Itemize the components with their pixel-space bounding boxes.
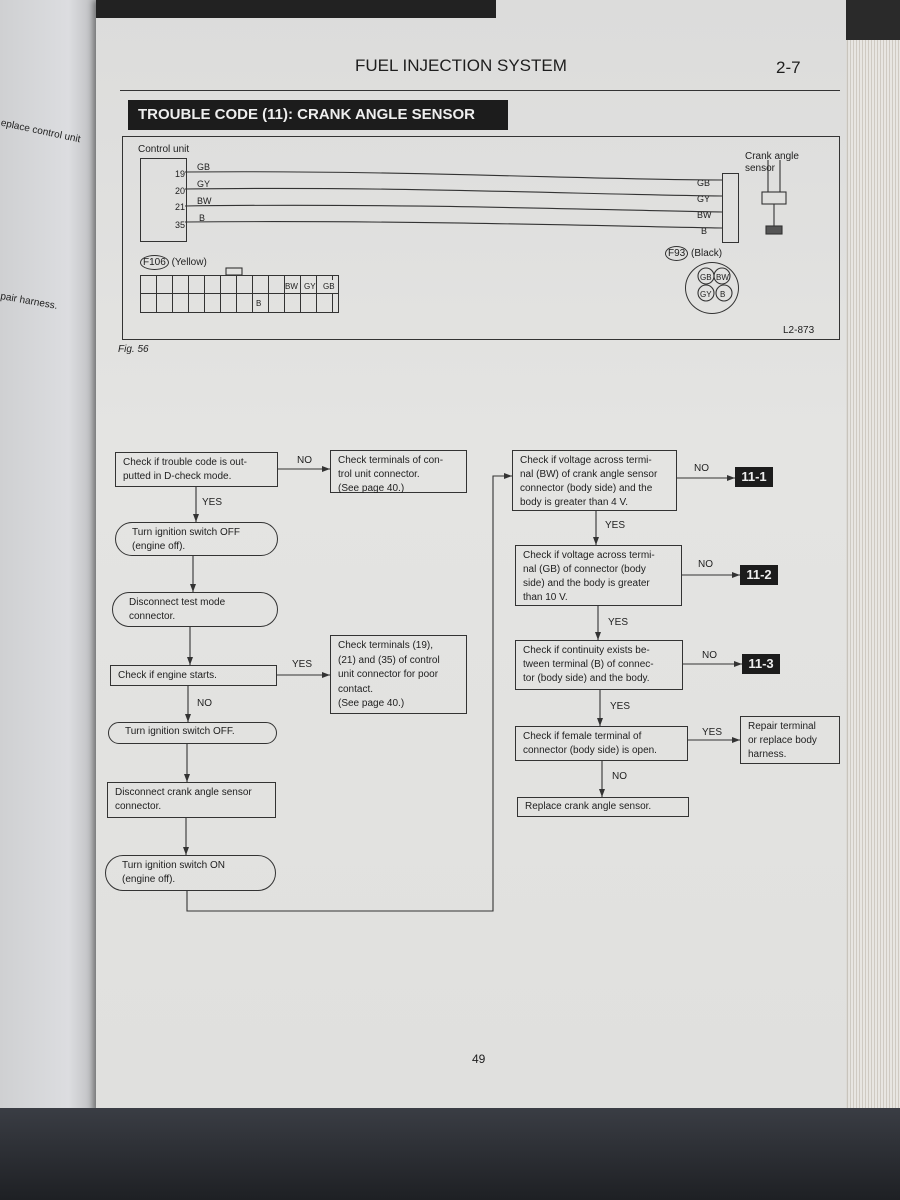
connector-id-f93: F93 — [665, 246, 689, 261]
wire-label: GB — [197, 162, 211, 172]
step-replace-sensor: Replace crank angle sensor. — [517, 797, 689, 817]
wire-label: B — [701, 226, 708, 236]
no-label: NO — [702, 650, 717, 661]
page-number: 49 — [472, 1052, 486, 1066]
pin-label: GB — [323, 280, 335, 293]
yes-label: YES — [292, 659, 313, 670]
connector-f93 — [685, 262, 739, 314]
pin-label: GY — [304, 280, 316, 293]
yes-label: YES — [202, 497, 223, 508]
left-page: eplace control unit pair harness. — [0, 0, 98, 1110]
background — [0, 1108, 900, 1200]
yes-label: YES — [702, 727, 723, 738]
step-check-gb-voltage: Check if voltage across termi- nal (GB) … — [515, 545, 682, 606]
section-header: FUEL INJECTION SYSTEM — [355, 56, 567, 75]
pin-label: 20 — [175, 186, 186, 196]
diagram-code: L2-873 — [783, 325, 815, 336]
badge-11-1: 11-1 — [735, 467, 773, 487]
step-check-control-unit-terminals: Check terminals of con- trol unit connec… — [330, 450, 467, 494]
no-label: NO — [612, 771, 627, 782]
background — [96, 0, 496, 18]
yes-label: YES — [610, 701, 631, 712]
step-disconnect-crank-sensor: Disconnect crank angle sensor connector. — [107, 782, 276, 818]
wire-label: BW — [197, 196, 212, 206]
wire-label: BW — [697, 210, 712, 220]
wiring-diagram — [122, 136, 840, 340]
page-stack — [842, 40, 900, 1130]
step-check-terminals-poor-contact: Check terminals (19), (21) and (35) of c… — [330, 635, 467, 714]
pin-label: 19 — [175, 169, 186, 179]
sensor-connector — [722, 173, 739, 243]
step-ignition-off-1: Turn ignition switch OFF (engine off). — [115, 522, 278, 556]
no-label: NO — [297, 455, 312, 466]
step-repair-terminal: Repair terminal or replace body harness. — [740, 716, 840, 764]
header-rule — [120, 90, 840, 91]
pin-label: GB — [700, 273, 712, 282]
wire-label: GY — [697, 194, 711, 204]
step-check-engine-starts: Check if engine starts. — [110, 665, 277, 686]
wire-label: GB — [697, 178, 711, 188]
page-title: TROUBLE CODE (11): CRANK ANGLE SENSOR — [128, 100, 508, 130]
step-disconnect-test-mode: Disconnect test mode connector. — [112, 592, 278, 627]
pin-label: 35 — [175, 220, 186, 230]
wire-label: GY — [197, 179, 211, 189]
pin-label: B — [720, 290, 726, 299]
step-check-trouble-code: Check if trouble code is out- putted in … — [115, 452, 278, 487]
pin-label: B — [256, 299, 262, 308]
yes-label: YES — [605, 520, 626, 531]
badge-11-2: 11-2 — [740, 565, 778, 585]
control-unit-label: Control unit — [138, 144, 190, 155]
no-label: NO — [197, 698, 212, 709]
figure-label: Fig. 56 — [118, 344, 149, 355]
connector-id-f106: F106 — [140, 255, 169, 270]
pin-label: BW — [716, 273, 729, 282]
manual-page — [96, 0, 846, 1112]
yes-label: YES — [608, 617, 629, 628]
step-check-bw-voltage: Check if voltage across termi- nal (BW) … — [512, 450, 677, 511]
no-label: NO — [698, 559, 713, 570]
pin-label: BW — [285, 280, 298, 293]
badge-11-3: 11-3 — [742, 654, 780, 674]
pin-label: 21 — [175, 202, 186, 212]
step-ignition-off-2: Turn ignition switch OFF. — [108, 722, 277, 744]
step-check-female-terminal: Check if female terminal of connector (b… — [515, 726, 688, 761]
connector-color: (Black) — [691, 248, 723, 259]
wire-label: B — [199, 213, 206, 223]
pin-label: GY — [700, 290, 712, 299]
step-check-b-continuity: Check if continuity exists be- tween ter… — [515, 640, 683, 690]
sensor-label: Crank angle sensor — [745, 151, 799, 174]
step-ignition-on: Turn ignition switch ON (engine off). — [105, 855, 276, 891]
control-unit-block — [140, 158, 187, 242]
no-label: NO — [694, 463, 709, 474]
page-reference: 2-7 — [776, 58, 801, 77]
connector-color: (Yellow) — [171, 257, 207, 268]
